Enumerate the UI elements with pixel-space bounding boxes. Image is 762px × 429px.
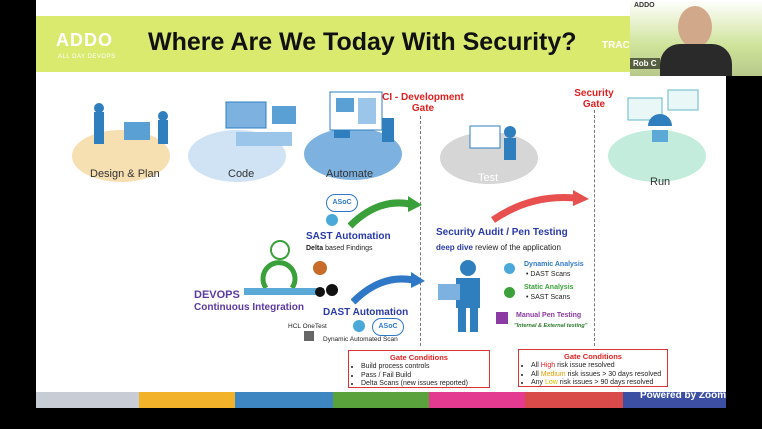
webcam-addo-logo: ADDO [634, 2, 655, 9]
stage-illustrations-icon [76, 92, 356, 172]
red-arrow-icon [491, 190, 591, 224]
gc-post: risk issues > 90 days resolved [558, 379, 654, 386]
webcam-video-tile[interactable]: ADDO Rob C [630, 0, 762, 76]
bottom-color-bar [36, 392, 139, 408]
bottom-color-bar [525, 392, 623, 408]
static-analysis-item: • SAST Scans [526, 294, 570, 301]
dynamic-analysis-title: Dynamic Analysis [524, 261, 584, 268]
gc-pre: All [531, 362, 541, 369]
gc-post: risk issues > 30 days resolved [566, 371, 662, 378]
asoc-cloud-icon: ASoC [326, 194, 358, 212]
security-gate-line2: Gate [564, 99, 624, 110]
shield-icon [353, 320, 365, 332]
manual-pen-testing-subtitle: "Internal & External testing" [514, 323, 587, 329]
security-audit-subtitle-rest: review of the application [473, 243, 561, 252]
sast-scans-label: SAST Scans [530, 294, 570, 301]
asoc-label: ASoC [332, 199, 351, 206]
test-illustration-icon [452, 118, 532, 168]
powered-by-zoom-badge: Powered by Zoom [640, 390, 726, 401]
devops-loop-icon [244, 238, 344, 304]
security-audit-subtitle-bold: deep dive [436, 243, 473, 252]
hcl-icon [304, 331, 314, 341]
addo-logo: ADDO [56, 30, 113, 51]
shield-icon [504, 263, 515, 274]
shield-icon [504, 287, 515, 298]
speaker-face [678, 6, 712, 48]
stage-label-code: Code [228, 168, 254, 180]
gc-low: Low [545, 379, 558, 386]
hcl-onetest-label: HCL OneTest [288, 323, 327, 330]
ci-development-gate: CI - Development Gate [378, 92, 468, 114]
shield-icon [326, 214, 338, 226]
stage-label-test: Test [478, 172, 498, 184]
devops-subtitle: Continuous Integration [194, 302, 304, 313]
stage-label-automate: Automate [326, 168, 373, 180]
manual-pen-testing-title: Manual Pen Testing [516, 312, 581, 319]
gate-condition-item: Any Low risk issues > 90 days resolved [531, 379, 667, 388]
gc-high: High [541, 362, 555, 369]
dast-scans-label: DAST Scans [530, 271, 570, 278]
gate-conditions-security-title: Gate Conditions [519, 352, 667, 361]
security-gate-divider [594, 110, 595, 346]
green-arrow-icon [348, 194, 424, 230]
gate-condition-item: All High risk issue resolved [531, 362, 667, 371]
bottom-color-bar [429, 392, 525, 408]
asoc-label-dast: ASoC [378, 323, 397, 330]
gate-condition-item: Pass / Fail Build [361, 372, 489, 381]
dast-automation-title: DAST Automation [323, 307, 408, 318]
gate-conditions-ci: Gate Conditions Build process controls P… [348, 350, 490, 388]
participant-name-label: Rob C [630, 58, 660, 69]
gate-conditions-ci-title: Gate Conditions [349, 353, 489, 362]
gate-conditions-security: Gate Conditions All High risk issue reso… [518, 349, 668, 387]
blue-arrow-icon [351, 270, 431, 306]
gate-condition-item: Delta Scans (new issues reported) [361, 380, 489, 389]
security-audit-title: Security Audit / Pen Testing [436, 227, 568, 238]
slide-header: ADDO ALL DAY DEVOPS Where Are We Today W… [36, 16, 726, 72]
gate-condition-item: All Medium risk issues > 30 days resolve… [531, 371, 667, 380]
gc-pre: All [531, 371, 541, 378]
slide-title: Where Are We Today With Security? [148, 28, 577, 57]
addo-logo-subtitle: ALL DAY DEVOPS [58, 54, 116, 60]
presentation-slide: ADDO ALL DAY DEVOPS Where Are We Today W… [36, 0, 726, 408]
ci-gate-divider [420, 116, 421, 346]
asoc-cloud-icon: ASoC [372, 318, 404, 336]
bottom-color-bar [333, 392, 429, 408]
stage-label-run: Run [650, 176, 670, 188]
speaker-shirt [660, 44, 732, 76]
pen-tester-illustration-icon [434, 256, 498, 338]
ci-gate-line2: Gate [378, 103, 468, 114]
bottom-color-bar [139, 392, 235, 408]
stage-label-design-plan: Design & Plan [90, 168, 160, 180]
bottom-color-bar [235, 392, 333, 408]
gate-condition-item: Build process controls [361, 363, 489, 372]
biohazard-icon [496, 312, 508, 324]
dast-subtitle: Dynamic Automated Scan [323, 336, 398, 343]
devops-title: DEVOPS [194, 289, 240, 301]
gc-post: risk issue resolved [555, 362, 615, 369]
gc-pre: Any [531, 379, 545, 386]
gc-medium: Medium [541, 371, 566, 378]
dynamic-analysis-item: • DAST Scans [526, 271, 570, 278]
ci-gate-line1: CI - Development [378, 92, 468, 103]
security-gate: Security Gate [564, 88, 624, 110]
security-gate-line1: Security [564, 88, 624, 99]
static-analysis-title: Static Analysis [524, 284, 574, 291]
run-illustration-icon [608, 82, 718, 162]
security-audit-subtitle: deep dive review of the application [436, 243, 561, 252]
